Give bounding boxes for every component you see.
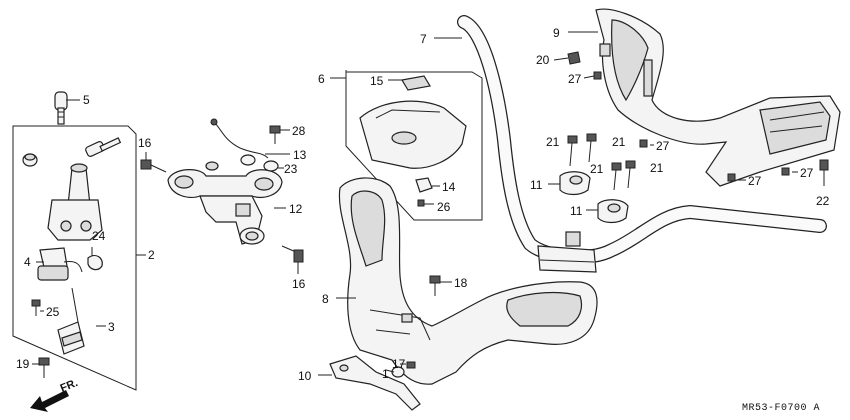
callout-16-upper: 16 [138, 136, 152, 150]
callout-7: 7 [420, 32, 427, 46]
callout-27-c: 27 [748, 174, 762, 188]
leader-lines [32, 31, 798, 376]
diagram-code: MR53-F0700 A [742, 403, 820, 414]
key-part [54, 91, 68, 125]
callout-11-upper: 11 [530, 178, 543, 192]
steering-bracket-group [140, 118, 304, 263]
handlebar-part [457, 15, 827, 273]
ignition-cylinder-part [47, 163, 103, 241]
top-cover-group [345, 70, 483, 221]
callout-labels: 1 2 3 4 5 6 7 8 9 10 11 11 12 13 14 15 1… [16, 26, 830, 383]
lower-cover-part [338, 177, 598, 385]
callout-3: 3 [108, 320, 115, 334]
screw-part [31, 299, 41, 316]
callout-4: 4 [24, 255, 31, 269]
grommet-part [22, 153, 38, 167]
callout-21-a: 21 [546, 135, 560, 149]
callout-5: 5 [83, 93, 90, 107]
callout-6: 6 [318, 72, 325, 86]
callout-16-lower: 16 [292, 277, 306, 291]
callout-11-lower: 11 [570, 204, 583, 218]
callout-13: 13 [293, 148, 307, 162]
ignition-frame [12, 125, 137, 391]
holder-parts [559, 171, 629, 224]
callout-22: 22 [816, 194, 830, 208]
callout-8: 8 [322, 292, 329, 306]
callout-23: 23 [284, 162, 298, 176]
bolt-21-parts [567, 133, 636, 191]
callout-2: 2 [148, 248, 155, 262]
callout-20: 20 [536, 53, 550, 67]
callout-28: 28 [292, 124, 306, 138]
switch-key-part [85, 137, 122, 157]
mount-bracket-part [329, 355, 421, 411]
ignition-switch-group [12, 91, 137, 391]
callout-14: 14 [442, 180, 456, 194]
upper-right-cover-part [567, 8, 841, 187]
callout-18: 18 [454, 276, 468, 290]
bolt-part [38, 357, 50, 378]
direction-label: FR. [59, 377, 80, 395]
callout-10: 10 [298, 369, 312, 383]
callout-24: 24 [92, 229, 106, 243]
front-direction-arrow: FR. [30, 377, 80, 412]
clip-part [87, 254, 103, 271]
harness-part [57, 287, 85, 355]
callout-17: 17 [392, 357, 406, 371]
callout-12: 12 [289, 202, 303, 216]
callout-19: 19 [16, 357, 30, 371]
callout-27-d: 27 [800, 166, 814, 180]
callout-21-b: 21 [612, 135, 626, 149]
callout-15: 15 [370, 74, 384, 88]
callout-25: 25 [46, 305, 60, 319]
callout-21-c: 21 [590, 162, 604, 176]
callout-9: 9 [553, 26, 560, 40]
callout-26: 26 [437, 200, 451, 214]
callout-1: 1 [382, 367, 389, 381]
callout-27-b: 27 [656, 139, 670, 153]
callout-21-d: 21 [650, 161, 664, 175]
switch-body-part [37, 247, 83, 281]
callout-27-a: 27 [568, 72, 582, 86]
